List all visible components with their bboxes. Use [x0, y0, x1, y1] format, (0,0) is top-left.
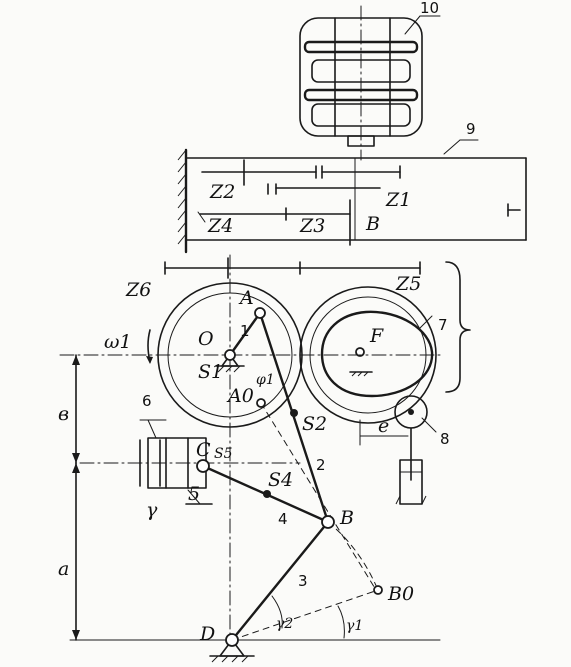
cam-number-label: 7	[438, 316, 448, 334]
label-s5: S5	[214, 446, 233, 462]
label-link2: 2	[316, 456, 326, 474]
label-slider-number: 6	[142, 392, 152, 410]
label-c: C	[196, 439, 211, 461]
label-s4: S4	[268, 469, 293, 491]
follower-number-label: 8	[440, 430, 450, 448]
label-b0: B0	[387, 583, 414, 605]
joint-b	[321, 515, 335, 529]
gear-z3-label: Z3	[299, 215, 325, 237]
label-5: 5	[188, 483, 200, 505]
housing-number-label: 9	[466, 120, 476, 138]
omega-label: ω1	[104, 331, 132, 353]
joint-c	[196, 459, 210, 473]
joint-b0	[373, 585, 383, 595]
label-gamma2: γ2	[276, 616, 293, 632]
electric-motor	[299, 5, 441, 161]
label-gamma1: γ1	[346, 618, 363, 634]
label-b: B	[339, 507, 354, 529]
label-link4: 4	[278, 510, 288, 528]
gearbox-housing	[177, 139, 527, 254]
label-link1: 1	[240, 322, 250, 340]
gear-z1-label: Z1	[385, 189, 411, 211]
rotation-arrowhead-icon	[146, 356, 153, 364]
gear-z2-label: Z2	[209, 181, 235, 203]
joint-d	[225, 633, 239, 647]
point-s4	[263, 490, 271, 498]
dimension-a-label: a	[58, 558, 69, 580]
label-gamma: γ	[146, 499, 158, 521]
joint-s1	[224, 349, 236, 361]
center-lines	[59, 254, 441, 641]
gear-z6-label: Z6	[125, 279, 151, 301]
eccentricity-label: e	[378, 415, 389, 437]
label-phi1: φ1	[256, 372, 275, 388]
motor-number-label: 10	[420, 0, 439, 17]
label-d: D	[199, 623, 215, 645]
gear-train	[197, 157, 401, 246]
linkage	[139, 311, 379, 663]
label-a: A	[238, 287, 254, 309]
gear-b-label: B	[365, 213, 380, 235]
point-s2	[290, 409, 298, 417]
joint-a0	[256, 398, 266, 408]
label-o: O	[198, 328, 214, 350]
label-s1: S1	[198, 361, 223, 383]
gear-z5-label: Z5	[395, 273, 421, 295]
label-link3: 3	[298, 572, 308, 590]
label-s2: S2	[302, 413, 327, 435]
cam-mechanism	[320, 310, 437, 505]
joint-a	[254, 307, 266, 319]
label-f: F	[369, 325, 384, 347]
dimension-b-label: в	[58, 403, 69, 425]
gear-z4-label: Z4	[207, 215, 233, 237]
label-a0: A0	[226, 385, 254, 407]
